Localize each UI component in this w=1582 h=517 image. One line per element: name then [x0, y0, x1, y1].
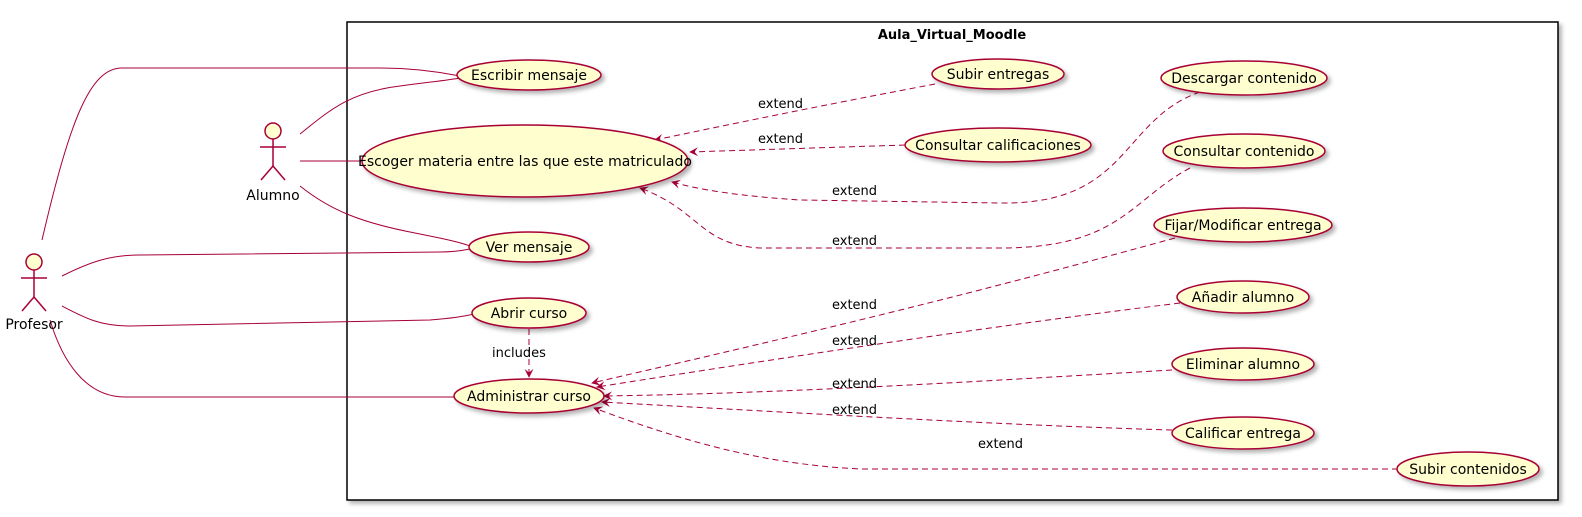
label-extend-anadir-alumno: extend — [832, 334, 877, 349]
assoc-profesor-ver — [61, 248, 471, 277]
extend-anadir-alumno — [596, 302, 1181, 391]
use-cases: Escribir mensaje Escoger materia entre l… — [358, 58, 1540, 487]
usecase-administrar-curso-label: Administrar curso — [467, 389, 591, 405]
label-includes: includes — [492, 346, 546, 361]
usecase-escribir-mensaje[interactable]: Escribir mensaje — [456, 59, 602, 91]
label-extend-eliminar-alumno: extend — [832, 377, 877, 392]
usecase-escoger-materia-label: Escoger materia entre las que este matri… — [358, 154, 692, 170]
label-extend-fijar-modificar: extend — [832, 298, 877, 313]
usecase-anadir-alumno[interactable]: Añadir alumno — [1176, 280, 1310, 314]
assoc-profesor-abrir — [61, 305, 475, 327]
usecase-consultar-calificaciones[interactable]: Consultar calificaciones — [904, 127, 1092, 163]
usecase-calificar-entrega[interactable]: Calificar entrega — [1171, 416, 1315, 450]
usecase-eliminar-alumno-label: Eliminar alumno — [1186, 357, 1300, 373]
usecase-fijar-modificar-entrega-label: Fijar/Modificar entrega — [1164, 218, 1321, 234]
usecase-abrir-curso-label: Abrir curso — [491, 306, 568, 322]
label-extend-subir-contenidos: extend — [978, 437, 1023, 452]
usecase-fijar-modificar-entrega[interactable]: Fijar/Modificar entrega — [1153, 207, 1333, 243]
extend-consultar-contenido — [639, 167, 1191, 249]
usecase-descargar-contenido-label: Descargar contenido — [1171, 71, 1317, 87]
usecase-consultar-contenido-label: Consultar contenido — [1174, 144, 1315, 160]
system-title: Aula_Virtual_Moodle — [878, 28, 1027, 43]
usecase-consultar-calificaciones-label: Consultar calificaciones — [915, 138, 1081, 154]
usecase-subir-contenidos[interactable]: Subir contenidos — [1396, 451, 1540, 487]
actor-profesor-figure — [21, 253, 47, 312]
extend-eliminar-alumno — [603, 369, 1173, 401]
extend-calificar-entrega — [601, 397, 1173, 431]
usecase-anadir-alumno-label: Añadir alumno — [1192, 290, 1294, 306]
label-extend-subir-entregas: extend — [758, 97, 803, 112]
assoc-profesor-administrar — [49, 319, 454, 398]
usecase-subir-entregas[interactable]: Subir entregas — [931, 58, 1065, 90]
edge-labels: extend extend extend extend extend exten… — [492, 97, 1023, 452]
usecase-descargar-contenido[interactable]: Descargar contenido — [1160, 60, 1328, 96]
extend-subir-entregas — [654, 83, 936, 143]
actor-alumno-figure — [260, 122, 286, 181]
assoc-alumno-ver — [299, 185, 471, 247]
usecase-escribir-mensaje-label: Escribir mensaje — [471, 68, 587, 84]
extend-consultar-calificaciones — [689, 144, 906, 157]
usecase-ver-mensaje[interactable]: Ver mensaje — [468, 231, 590, 263]
usecase-calificar-entrega-label: Calificar entrega — [1185, 426, 1301, 442]
extend-subir-contenidos — [593, 406, 1398, 470]
actor-alumno[interactable]: Alumno — [246, 122, 300, 204]
extend-descargar-contenido — [671, 91, 1201, 204]
usecase-subir-entregas-label: Subir entregas — [947, 67, 1050, 83]
actor-profesor[interactable]: Profesor — [5, 253, 63, 333]
usecase-subir-contenidos-label: Subir contenidos — [1409, 462, 1527, 478]
label-extend-consultar-contenido: extend — [832, 234, 877, 249]
assoc-alumno-escribir — [299, 77, 461, 135]
usecase-eliminar-alumno[interactable]: Eliminar alumno — [1171, 347, 1315, 381]
label-extend-descargar-contenido: extend — [832, 184, 877, 199]
extend-relations — [524, 83, 1398, 470]
actor-alumno-label: Alumno — [246, 188, 299, 204]
usecase-escoger-materia[interactable]: Escoger materia entre las que este matri… — [358, 124, 692, 198]
actor-profesor-label: Profesor — [5, 317, 63, 333]
usecase-abrir-curso[interactable]: Abrir curso — [471, 297, 587, 329]
label-extend-consultar-calificaciones: extend — [758, 132, 803, 147]
usecase-consultar-contenido[interactable]: Consultar contenido — [1162, 133, 1326, 169]
usecase-ver-mensaje-label: Ver mensaje — [486, 240, 573, 256]
label-extend-calificar-entrega: extend — [832, 403, 877, 418]
usecase-administrar-curso[interactable]: Administrar curso — [453, 378, 605, 414]
assoc-profesor-escribir — [41, 67, 461, 241]
associations — [41, 67, 475, 398]
extend-fijar-modificar — [591, 237, 1176, 386]
